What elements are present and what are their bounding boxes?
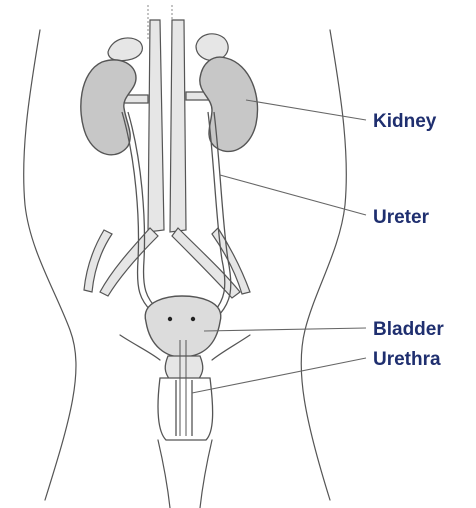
ureter-label: Ureter	[373, 208, 429, 227]
urethra-leader-line	[192, 358, 366, 393]
bladder	[145, 296, 221, 357]
kidney-leader-line	[246, 100, 366, 120]
left-kidney	[81, 60, 136, 155]
kidney-label: Kidney	[373, 112, 436, 131]
right-kidney	[200, 57, 258, 151]
bladder-label: Bladder	[373, 320, 444, 339]
ureter-leader-line	[220, 175, 366, 215]
bladder-leader-line	[204, 328, 366, 331]
urethra-label: Urethra	[373, 350, 441, 369]
kidneys	[81, 57, 258, 155]
adrenal-glands	[108, 34, 228, 61]
